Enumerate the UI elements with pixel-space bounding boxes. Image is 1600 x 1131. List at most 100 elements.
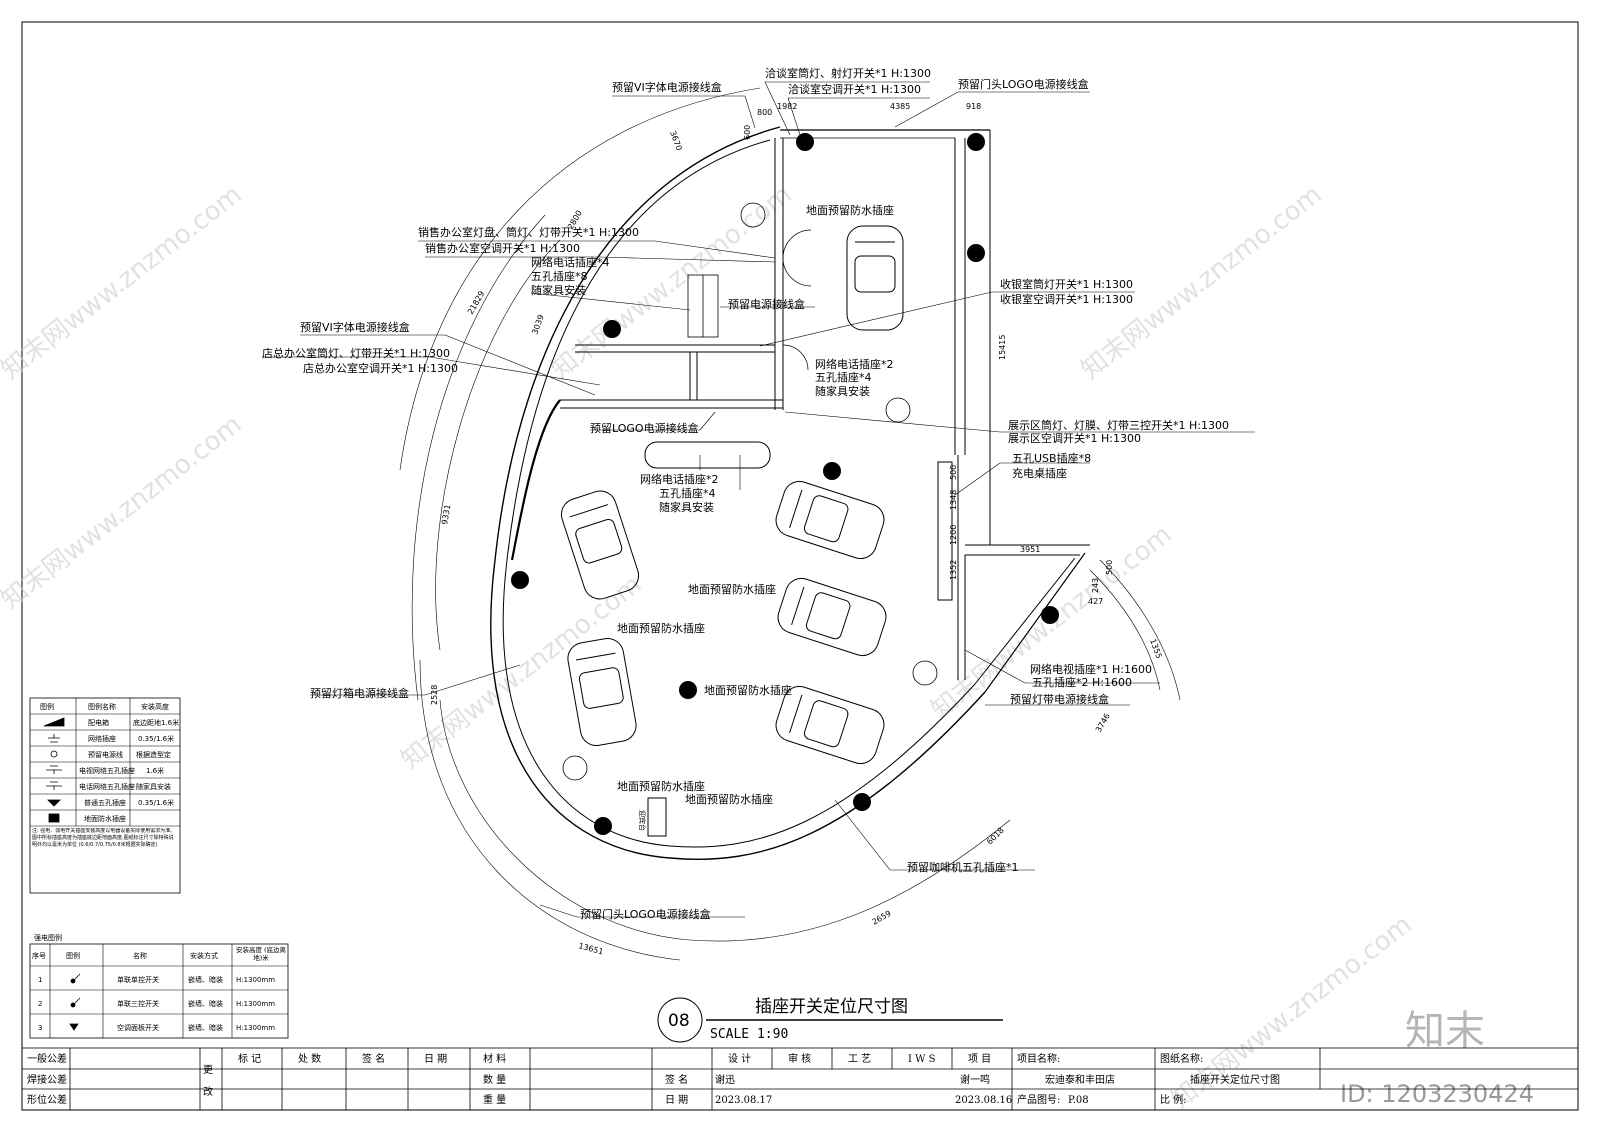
dimension: 2659 bbox=[871, 909, 893, 927]
building-outline bbox=[399, 87, 1181, 961]
dimension: 500 bbox=[949, 465, 958, 480]
tb-item-date: 2023.08.16 bbox=[955, 1095, 1012, 1106]
label-network-phone-4: 网络电话插座*4 bbox=[531, 255, 610, 269]
legend-name: 网络插座 bbox=[88, 734, 116, 743]
label-floor-socket: 地面预留防水插座 bbox=[806, 203, 894, 217]
table bbox=[562, 755, 588, 781]
legend-name: 地面防水插座 bbox=[84, 814, 126, 823]
tb-head-sign: 签 名 bbox=[362, 1052, 385, 1065]
legend2-header: 名称 bbox=[133, 951, 147, 960]
dimension: 3039 bbox=[530, 313, 545, 335]
dimension: 1200 bbox=[949, 525, 958, 545]
tolerance-form: 形位公差 bbox=[27, 1093, 67, 1106]
tolerance-general: 一般公差 bbox=[27, 1052, 67, 1065]
dimension: 800 bbox=[757, 108, 772, 117]
dimension: 4385 bbox=[890, 102, 910, 111]
label-manager-light-switch: 店总办公室筒灯、灯带开关*1 H:1300 bbox=[262, 346, 450, 360]
legend-note: 注: 强电、弱电开关插座安装高度以电器设备实际使用需求为准。图中所标插座高度为插… bbox=[32, 828, 176, 848]
label-floor-socket: 地面预留防水插座 bbox=[617, 621, 705, 635]
display-cars bbox=[560, 225, 904, 765]
legend-name: 配电箱 bbox=[88, 718, 109, 727]
label-reception-desk: 迎宾台 bbox=[638, 810, 647, 831]
car bbox=[560, 490, 640, 600]
tb-head-date: 日 期 bbox=[424, 1053, 447, 1065]
dimension: 9331 bbox=[440, 504, 452, 526]
network-socket-icon bbox=[48, 734, 60, 743]
distribution-box-icon bbox=[43, 717, 65, 727]
label-cashier-light-switch: 收银室筒灯开关*1 H:1300 bbox=[1000, 277, 1133, 291]
furniture bbox=[562, 202, 938, 781]
switch-icons bbox=[69, 973, 81, 1031]
drawing-title-text: 插座开关定位尺寸图 bbox=[755, 997, 908, 1017]
dimension: 2528 bbox=[430, 685, 439, 705]
tb-drawing-label: 图纸名称: bbox=[1160, 1052, 1203, 1065]
legend2-height: H:1300mm bbox=[236, 1024, 275, 1032]
car bbox=[846, 225, 904, 331]
legend-height: 0.35/1.6米 bbox=[138, 734, 174, 743]
label-socket-4: 五孔插座*4 bbox=[815, 370, 872, 384]
dimension: 1355 bbox=[1148, 638, 1163, 660]
car bbox=[775, 685, 885, 765]
legend-header: 图例名称 bbox=[88, 702, 116, 711]
dimension: 13651 bbox=[577, 941, 604, 956]
legend2-header: 图例 bbox=[66, 951, 80, 960]
legend-name: 预留电源线 bbox=[88, 750, 123, 759]
watermark-text: 知末网www.znzmo.com bbox=[0, 180, 248, 386]
label-power-box: 预留电源接线盒 bbox=[728, 297, 805, 311]
legend2-header: 安装高度 (底边离地)米 bbox=[235, 946, 287, 962]
single-switch-icon bbox=[70, 973, 81, 984]
label-manager-ac-switch: 店总办公室空调开关*1 H:1300 bbox=[303, 361, 458, 375]
tb-craft: 工 艺 bbox=[848, 1053, 871, 1065]
dimension: 500 bbox=[1105, 560, 1114, 575]
legend2-header: 序号 bbox=[32, 951, 46, 960]
dimension: 3746 bbox=[1094, 712, 1112, 734]
label-door-logo-box-top: 预留门头LOGO电源接线盒 bbox=[958, 77, 1089, 91]
legend2-height: H:1300mm bbox=[236, 976, 275, 984]
floor-socket-icon bbox=[48, 813, 60, 823]
legend-height: 随家具安装 bbox=[136, 782, 171, 791]
label-with-furniture: 随家具安装 bbox=[815, 384, 870, 398]
label-lightbox-power-box: 预留灯箱电源接线盒 bbox=[310, 686, 409, 700]
legend-name: 电视网络五孔插座 bbox=[79, 766, 135, 775]
legend-switches: 强电图例 序号 图例 名称 安装方式 安装高度 (底边离地)米 1 单联单控开关… bbox=[29, 933, 289, 1039]
label-vi-power-box-top: 预留VI字体电源接线盒 bbox=[612, 80, 722, 94]
legend2-name: 单联单控开关 bbox=[117, 975, 159, 984]
legend2-header: 安装方式 bbox=[190, 951, 218, 960]
dimension: 918 bbox=[966, 102, 981, 111]
legend2-name: 空调面板开关 bbox=[117, 1023, 159, 1032]
change-label: 更改 bbox=[203, 1065, 213, 1098]
tb-quantity: 数 量 bbox=[483, 1073, 506, 1086]
label-cashier-ac-switch: 收银室空调开关*1 H:1300 bbox=[1000, 292, 1133, 306]
table bbox=[740, 202, 766, 228]
label-socket-8: 五孔插座*8 bbox=[531, 269, 588, 283]
title-block-text: 一般公差 焊接公差 形位公差 更改 标 记 处 数 签 名 日 期 材 料 数 … bbox=[27, 1052, 1280, 1106]
triple-switch-icon bbox=[70, 997, 81, 1008]
tb-design: 设 计 bbox=[728, 1052, 751, 1065]
legend-name: 电话网络五孔插座 bbox=[79, 782, 135, 791]
watermark-text: 知末网www.znzmo.com bbox=[0, 410, 248, 616]
label-socket-4b: 五孔插座*4 bbox=[659, 486, 716, 500]
dimension: 427 bbox=[1088, 597, 1103, 606]
power-line-icon bbox=[50, 750, 58, 758]
label-vi-power-box-left: 预留VI字体电源接线盒 bbox=[300, 320, 410, 334]
tb-designer: 谢迅 bbox=[715, 1073, 735, 1086]
legend-symbols: 图例 图例名称 安装高度 配电箱 底边距地1.6米 网络插座 0.35/1.6米… bbox=[29, 697, 181, 894]
brand-logo: 知末 bbox=[1405, 1008, 1485, 1054]
legend2-height: H:1300mm bbox=[236, 1000, 275, 1008]
dimension: 1348 bbox=[949, 490, 958, 510]
legend2-name: 单联三控开关 bbox=[117, 999, 159, 1008]
socket-icon bbox=[47, 799, 61, 807]
label-sales-office-light-switch: 销售办公室灯盘、筒灯、灯带开关*1 H:1300 bbox=[418, 225, 639, 239]
label-meeting-light-switch: 洽谈室筒灯、射灯开关*1 H:1300 bbox=[765, 66, 931, 80]
watermark-text: 知末网www.znzmo.com bbox=[396, 570, 648, 776]
dimension: 15415 bbox=[998, 335, 1007, 360]
legend-header: 安装高度 bbox=[141, 702, 169, 711]
tb-project: 宏迪泰和丰田店 bbox=[1045, 1073, 1115, 1086]
legend2-method: 嵌墙、暗装 bbox=[188, 975, 223, 984]
tolerance-welding: 焊接公差 bbox=[27, 1073, 67, 1086]
tb-project-label: 项目名称: bbox=[1017, 1052, 1060, 1065]
tb-iws: I W S bbox=[908, 1054, 936, 1065]
legend2-index: 1 bbox=[38, 976, 42, 984]
ac-switch-icon bbox=[69, 1023, 79, 1031]
